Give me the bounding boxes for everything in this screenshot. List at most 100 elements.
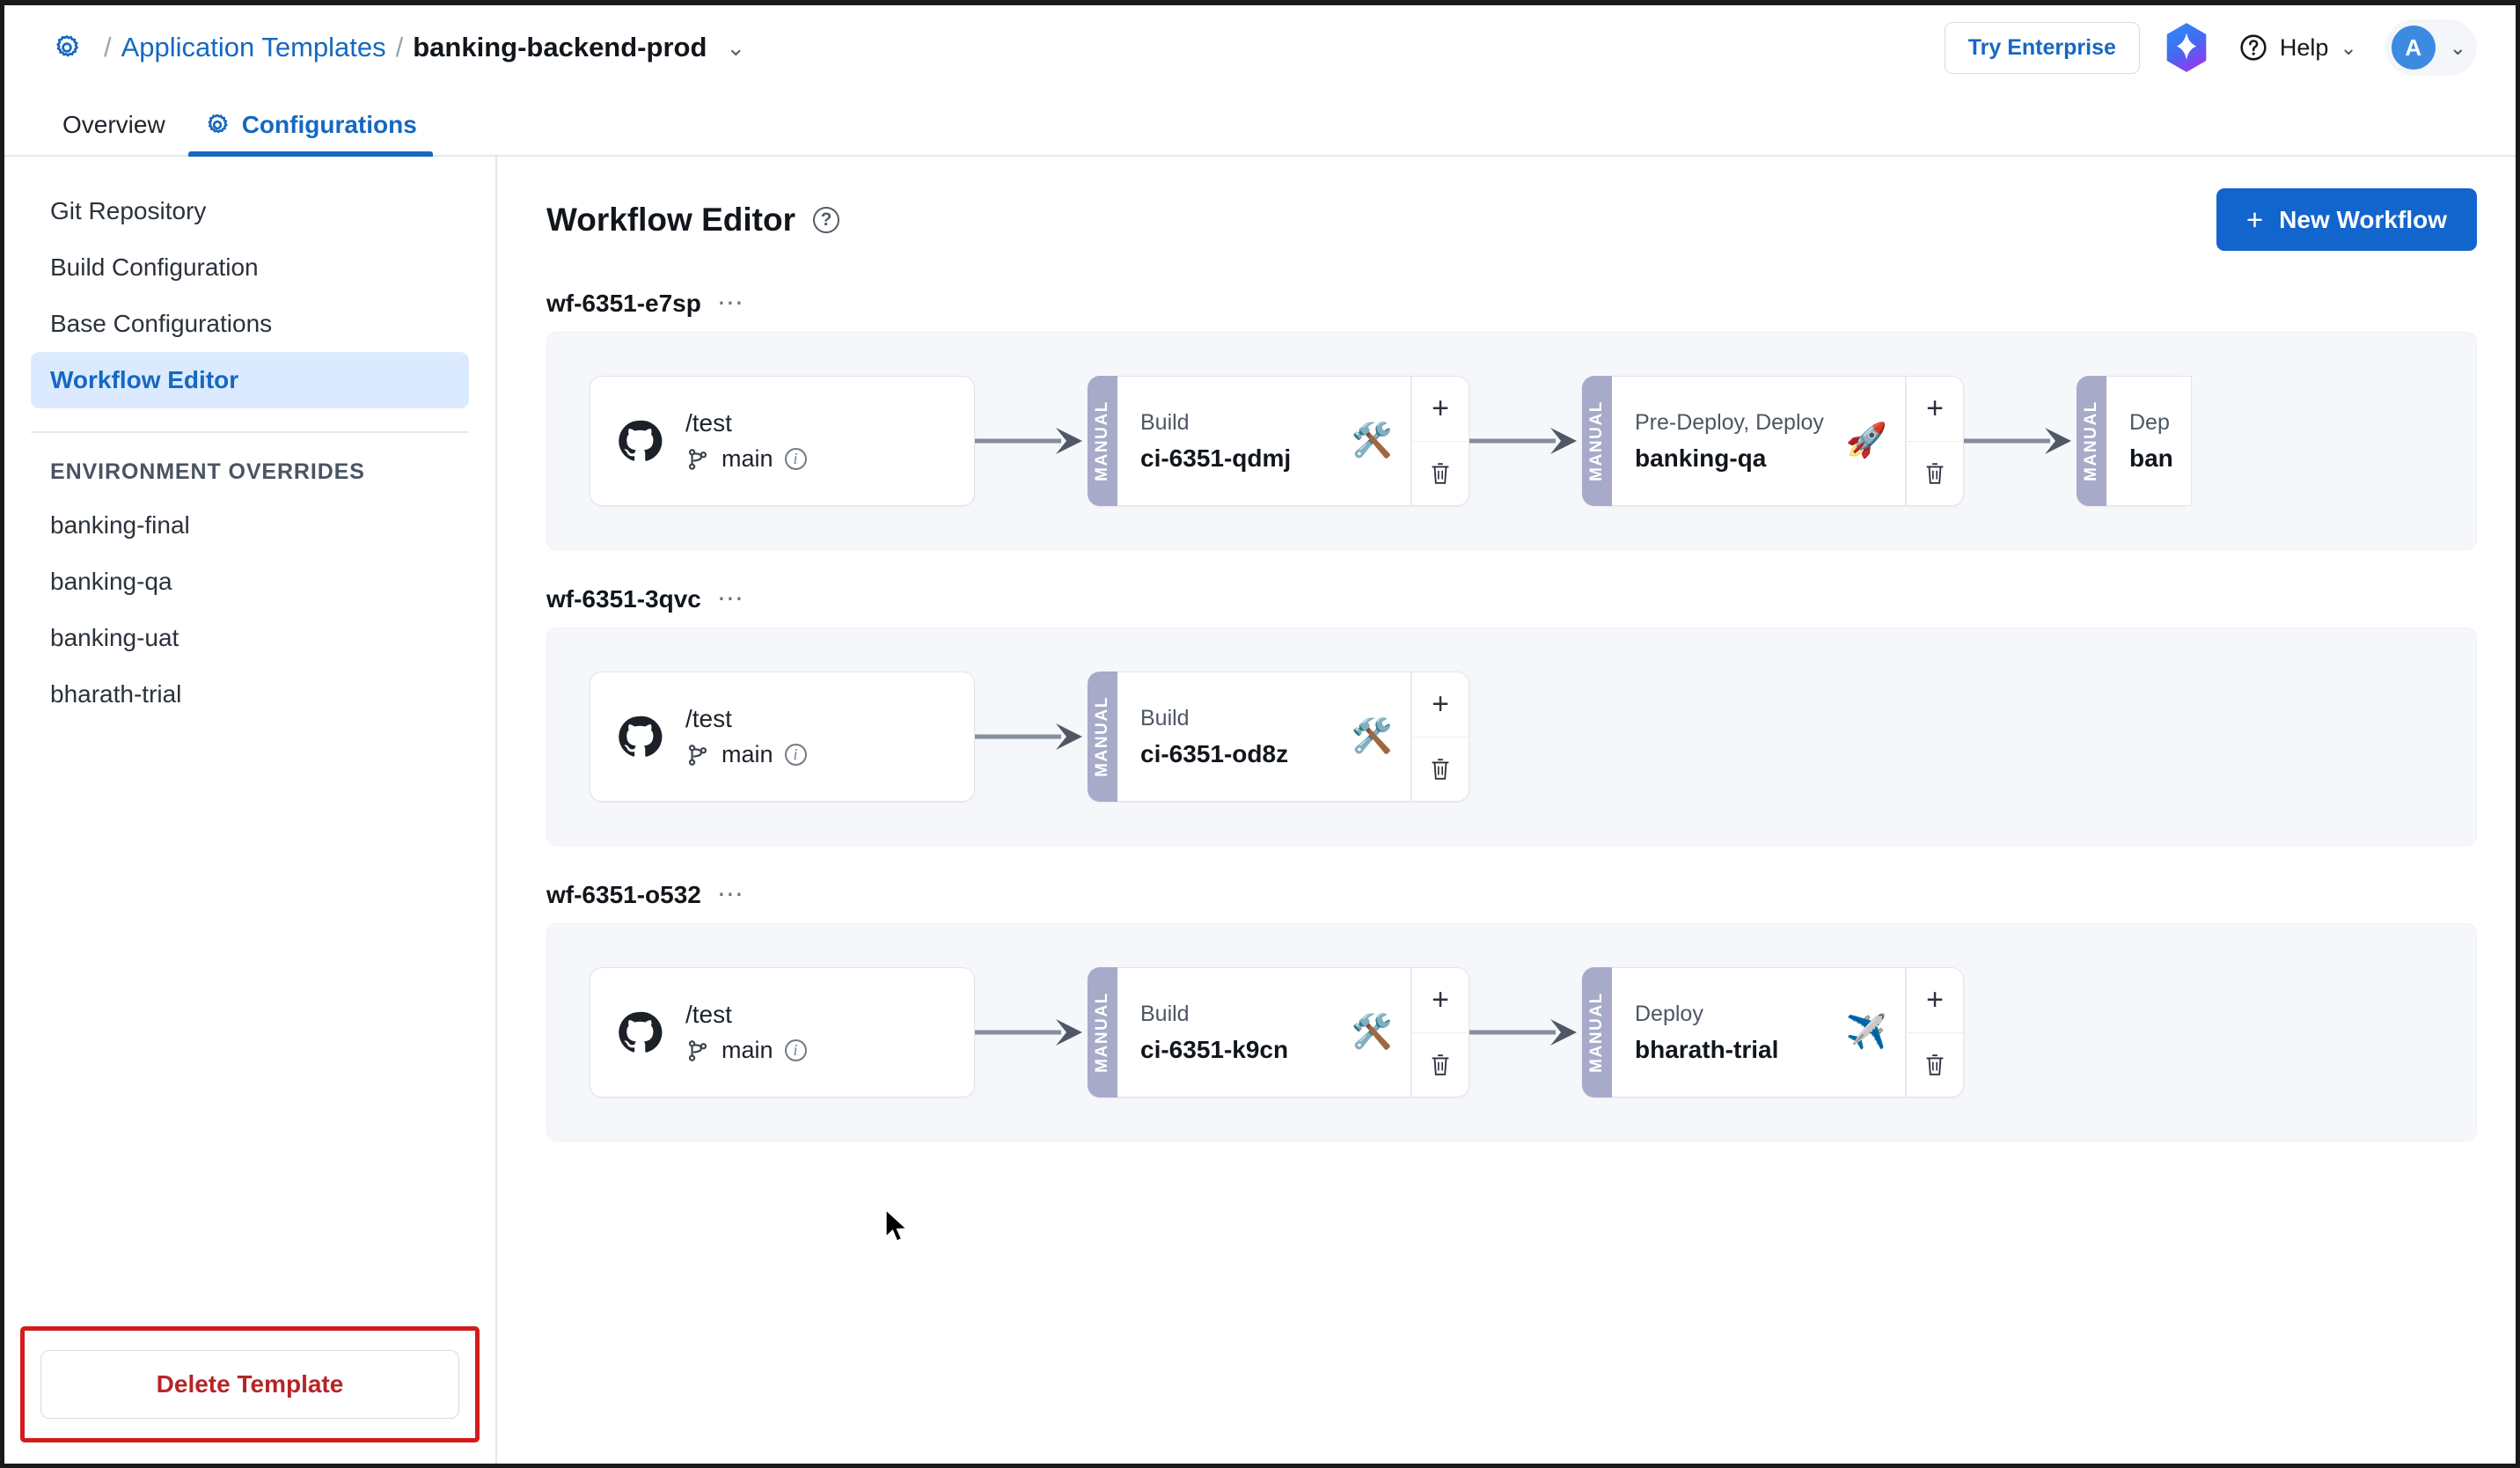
add-stage-button[interactable]: + [1412, 377, 1469, 442]
stage-node[interactable]: MANUAL Build ci-6351-qdmj 🛠️ + [1088, 376, 1469, 506]
branch-row: main i [685, 445, 807, 473]
trigger-type-label: MANUAL [1093, 992, 1111, 1073]
repository-path: /test [685, 705, 732, 732]
info-icon[interactable]: i [784, 744, 807, 766]
add-stage-button[interactable]: + [1412, 968, 1469, 1033]
tab-overview[interactable]: Overview [43, 111, 185, 155]
info-icon[interactable]: i [784, 448, 807, 470]
sidebar-primary-list: Git Repository Build Configuration Base … [4, 157, 495, 408]
sidebar-section-environment-overrides: ENVIRONMENT OVERRIDES [50, 459, 365, 484]
trigger-type-strip: MANUAL [1088, 376, 1117, 506]
add-stage-button[interactable]: + [1907, 377, 1963, 442]
trigger-type-label: MANUAL [1587, 992, 1606, 1073]
trigger-type-strip: MANUAL [1582, 967, 1612, 1097]
stage-title: ci-6351-od8z [1140, 739, 1289, 767]
sidebar-item-build-configuration[interactable]: Build Configuration [50, 253, 259, 281]
page-title: Workflow Editor [546, 201, 795, 238]
tab-configurations[interactable]: Configurations [185, 111, 436, 157]
source-details: /test main i [685, 409, 807, 473]
breadcrumb-chevron-down-icon[interactable]: ⌄ [726, 33, 746, 61]
add-stage-button[interactable]: + [1412, 672, 1469, 738]
source-details: /test main i [685, 1001, 807, 1064]
source-node[interactable]: /test main i [590, 967, 975, 1097]
delete-template-button[interactable]: Delete Template [40, 1350, 459, 1419]
stage-texts: Build ci-6351-od8z [1140, 706, 1288, 768]
sidebar-divider [31, 431, 469, 433]
ellipsis-icon[interactable]: ⋯ [716, 584, 745, 613]
stage-texts: Build ci-6351-qdmj [1140, 410, 1291, 473]
trash-icon [1432, 462, 1449, 484]
question-circle-icon[interactable]: ? [812, 206, 839, 233]
trigger-type-strip: MANUAL [1088, 967, 1117, 1097]
stage-kind: Build [1140, 705, 1190, 730]
connector-arrow [975, 428, 1082, 454]
trash-icon [1926, 462, 1944, 484]
stage-node[interactable]: MANUAL Build ci-6351-od8z 🛠️ + [1088, 672, 1469, 802]
workflow-name: wf-6351-o532 [546, 881, 701, 908]
github-icon [619, 420, 663, 461]
ellipsis-icon[interactable]: ⋯ [716, 880, 745, 909]
connector-arrow [975, 723, 1082, 750]
source-node[interactable]: /test main i [590, 376, 975, 506]
stage-texts: Deploy bharath-trial [1635, 1002, 1778, 1064]
connector-arrow [975, 1019, 1082, 1046]
new-workflow-button[interactable]: + New Workflow [2216, 188, 2477, 251]
sidebar-item-git-repository[interactable]: Git Repository [50, 197, 207, 224]
trigger-type-strip: MANUAL [1582, 376, 1612, 506]
branch-name: main [722, 741, 773, 767]
gear-icon[interactable] [52, 33, 82, 62]
sidebar-item-banking-qa[interactable]: banking-qa [50, 568, 172, 595]
sidebar-item-workflow-editor[interactable]: Workflow Editor [31, 352, 469, 408]
branch-name: main [722, 1037, 773, 1063]
delete-stage-button[interactable] [1412, 1033, 1469, 1097]
sidebar-item-banking-final[interactable]: banking-final [50, 511, 190, 539]
stage-body: Build ci-6351-k9cn 🛠️ [1117, 967, 1411, 1097]
connector-arrow [1469, 428, 1577, 454]
help-menu[interactable]: Help ⌄ [2238, 33, 2357, 62]
stage-title: bharath-trial [1635, 1035, 1779, 1063]
page-title-row: Workflow Editor ? [546, 202, 839, 239]
body: Git Repository Build Configuration Base … [4, 157, 2516, 1464]
trash-icon [1432, 758, 1449, 780]
delete-stage-button[interactable] [1907, 442, 1963, 506]
info-icon[interactable]: i [784, 1039, 807, 1061]
breadcrumb-separator-1: / [104, 32, 112, 62]
breadcrumb: / Application Templates / banking-backen… [52, 32, 1945, 63]
add-stage-button[interactable]: + [1907, 968, 1963, 1033]
top-bar-actions: Try Enterprise Help [1944, 19, 2477, 76]
delete-stage-button[interactable] [1412, 442, 1469, 506]
delete-stage-button[interactable] [1907, 1033, 1963, 1097]
sidebar-item-banking-uat[interactable]: banking-uat [50, 624, 179, 651]
breadcrumb-current-title: banking-backend-prod [413, 32, 707, 62]
stage-node[interactable]: MANUAL Pre-Deploy, Deploy banking-qa 🚀 + [1582, 376, 1964, 506]
github-icon [619, 1011, 663, 1053]
stage-node[interactable]: MANUAL Build ci-6351-k9cn 🛠️ + [1088, 967, 1469, 1097]
stage-texts: Dep ban [2129, 410, 2173, 473]
sidebar-environment-list: banking-final banking-qa banking-uat bha… [4, 497, 495, 723]
help-chevron-down-icon: ⌄ [2340, 35, 2357, 59]
delete-stage-button[interactable] [1412, 738, 1469, 802]
source-details: /test main i [685, 705, 807, 768]
stage-node[interactable]: MANUAL Deploy bharath-trial ✈️ + [1582, 967, 1964, 1097]
source-node[interactable]: /test main i [590, 672, 975, 802]
stage-node-clipped[interactable]: MANUAL Dep ban [2077, 376, 2192, 506]
git-branch-icon [688, 448, 707, 470]
trigger-type-label: MANUAL [2082, 400, 2100, 481]
ellipsis-icon[interactable]: ⋯ [716, 289, 745, 318]
workflow-block: wf-6351-o532 ⋯ /test [546, 881, 2477, 1141]
sidebar-item-base-configurations[interactable]: Base Configurations [50, 310, 273, 337]
avatar: A [2391, 26, 2436, 70]
breadcrumb-parent-link[interactable]: Application Templates [121, 32, 386, 62]
branch-row: main i [685, 741, 807, 768]
workflow-header: wf-6351-e7sp ⋯ [546, 290, 2477, 318]
paper-plane-icon: ✈️ [1845, 1014, 1887, 1051]
workflow-name: wf-6351-3qvc [546, 585, 701, 613]
sidebar-item-bharath-trial[interactable]: bharath-trial [50, 680, 182, 708]
user-menu[interactable]: A ⌄ [2384, 19, 2477, 76]
workflow-header: wf-6351-3qvc ⋯ [546, 585, 2477, 613]
try-enterprise-button[interactable]: Try Enterprise [1944, 21, 2140, 74]
sparkle-icon[interactable] [2163, 22, 2210, 73]
stage-body: Deploy bharath-trial ✈️ [1612, 967, 1906, 1097]
main-header: Workflow Editor ? + New Workflow [546, 188, 2477, 251]
help-label: Help [2279, 33, 2329, 61]
